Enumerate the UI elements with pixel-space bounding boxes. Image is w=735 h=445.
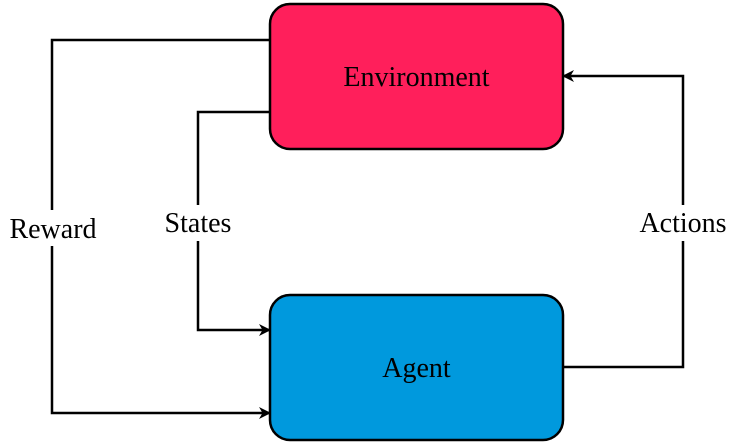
agent-node: Agent [268, 293, 565, 442]
states-label-background [158, 205, 238, 241]
agent-box [268, 293, 565, 442]
reward-label-background [2, 210, 104, 246]
actions-label: Actions [639, 208, 726, 239]
environment-label: Environment [343, 62, 489, 93]
agent-label: Agent [382, 353, 451, 384]
environment-node: Environment [268, 2, 565, 151]
states-label: States [165, 208, 232, 239]
actions-label-background [632, 205, 733, 241]
environment-box [268, 2, 565, 151]
reward-label: Reward [9, 214, 96, 245]
